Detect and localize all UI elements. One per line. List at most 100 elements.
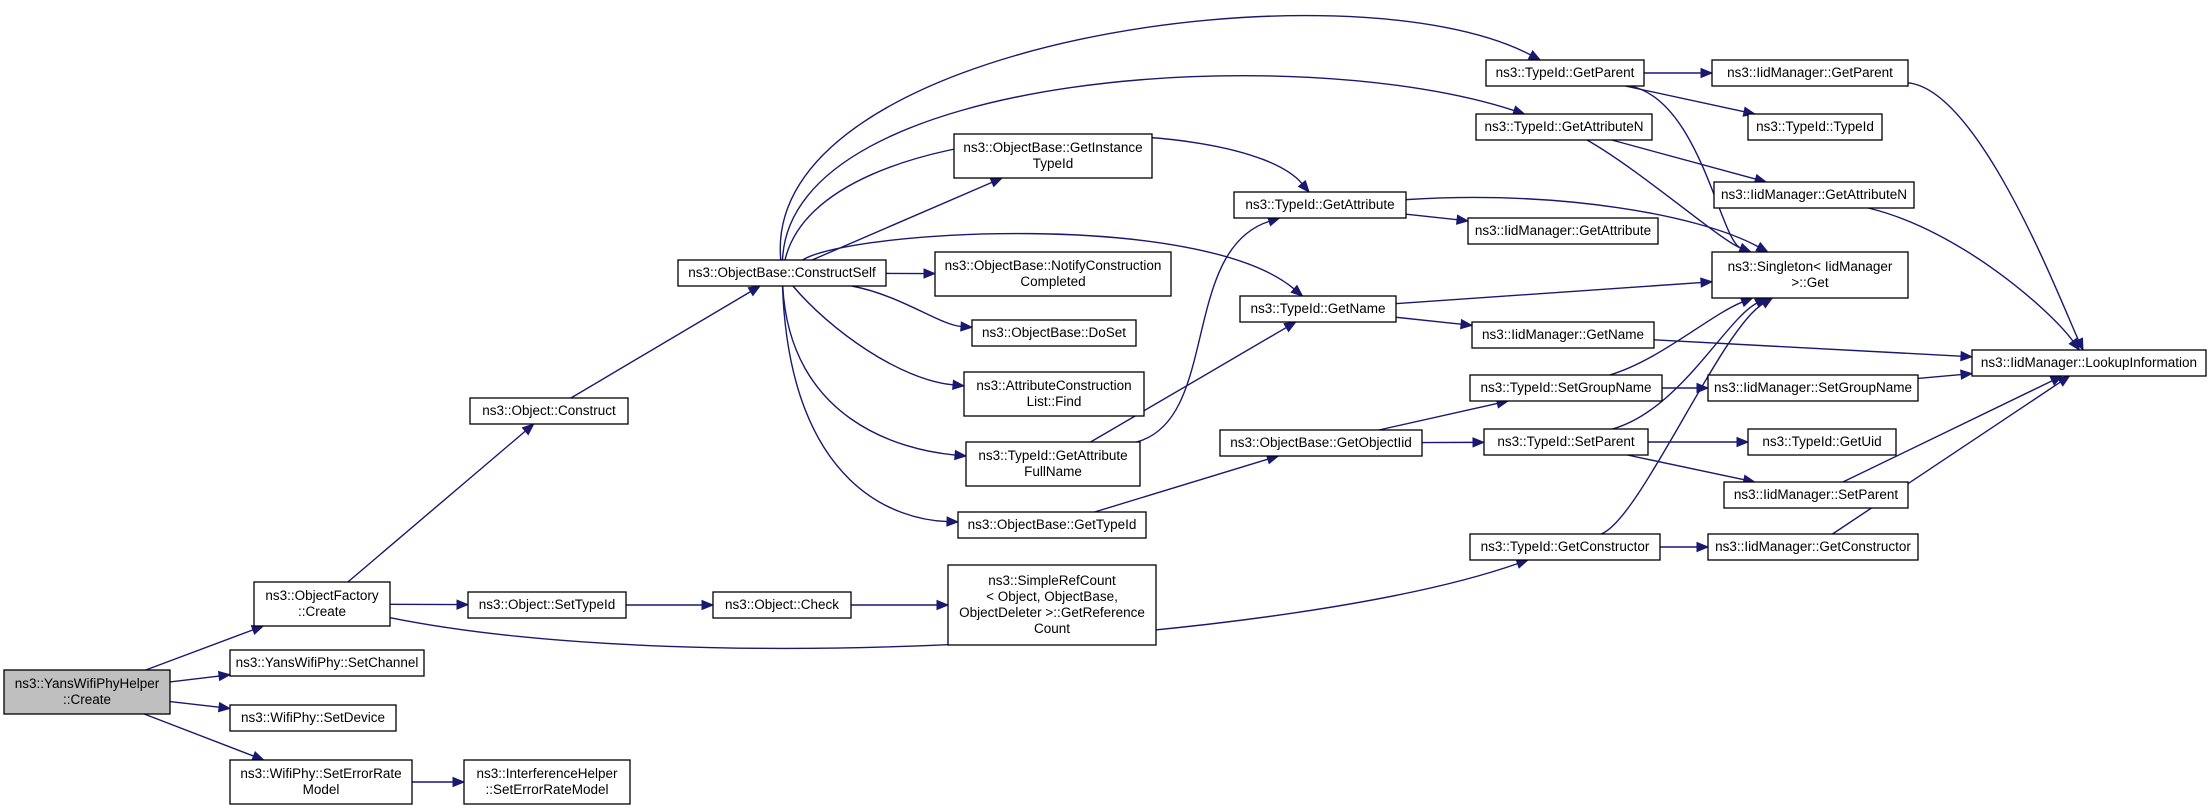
arrowhead-objbase_constructself-to-objbase_gettypeid xyxy=(946,516,960,527)
arrowhead-typeid_getattrfullname-to-typeid_getname xyxy=(1283,321,1297,333)
node-box xyxy=(934,251,1172,297)
arrowhead-object_construct-to-objbase_constructself xyxy=(747,285,762,297)
edge-yans_helper_create-to-wifiphy_seterrorrate xyxy=(143,713,254,757)
arrowhead-typeid_getconstructor-to-iid_getconstructor xyxy=(1696,541,1710,553)
node-iid_getattribute[interactable]: ns3::IidManager::GetAttribute xyxy=(1467,217,1659,245)
node-iid_getname[interactable]: ns3::IidManager::GetName xyxy=(1471,321,1655,349)
node-singleton_get[interactable]: ns3::Singleton< IidManager>::Get xyxy=(1711,251,1909,299)
arrowhead-objbase_constructself-to-typeid_getname xyxy=(1290,284,1304,297)
edge-typeid_getparent-to-singleton_get xyxy=(1629,85,1741,249)
node-box xyxy=(463,759,631,805)
node-interference_seterr[interactable]: ns3::InterferenceHelper::SetErrorRateMod… xyxy=(463,759,631,805)
node-label: ns3::TypeId::SetParent xyxy=(1497,434,1635,449)
arrowhead-typeid_setparent-to-typeid_getuid xyxy=(1736,436,1750,448)
node-label: ns3::TypeId::TypeId xyxy=(1756,119,1874,134)
arrowhead-yans_helper_create-to-wifiphy_setdevice xyxy=(217,701,232,713)
node-typeid_setgroupname[interactable]: ns3::TypeId::SetGroupName xyxy=(1469,374,1663,402)
node-iid_getconstructor[interactable]: ns3::IidManager::GetConstructor xyxy=(1707,533,1919,561)
edge-iid_getconstructor-to-iid_lookupinfo xyxy=(1832,381,2061,535)
node-box xyxy=(253,581,391,627)
edge-typeid_getparent-to-typeid_typeid xyxy=(1625,85,1745,113)
edge-typeid_getname-to-iid_getname xyxy=(1395,316,1462,325)
arrowhead-iid_getconstructor-to-iid_lookupinfo xyxy=(2057,375,2071,387)
node-box xyxy=(963,371,1145,417)
arrowhead-typeid_getconstructor-to-singleton_get xyxy=(1759,297,1774,309)
node-box xyxy=(1711,59,1909,87)
node-objbase_getobjectiid[interactable]: ns3::ObjectBase::GetObjectIid xyxy=(1219,429,1423,457)
node-iid_getparent[interactable]: ns3::IidManager::GetParent xyxy=(1711,59,1909,87)
arrowhead-objbase_constructself-to-typeid_getattrfullname xyxy=(954,449,968,461)
arrowhead-iid_setgroupname-to-iid_lookupinfo xyxy=(1960,369,1974,380)
node-iid_setgroupname[interactable]: ns3::IidManager::SetGroupName xyxy=(1707,374,1919,402)
node-iid_lookupinfo[interactable]: ns3::IidManager::LookupInformation xyxy=(1971,349,2207,377)
node-box xyxy=(1747,113,1883,141)
node-label: ns3::IidManager::GetAttribute xyxy=(1475,223,1651,238)
node-typeid_typeid[interactable]: ns3::TypeId::TypeId xyxy=(1747,113,1883,141)
node-typeid_getname[interactable]: ns3::TypeId::GetName xyxy=(1239,295,1397,323)
node-iid_getattributen[interactable]: ns3::IidManager::GetAttributeN xyxy=(1713,181,1915,209)
node-objbase_gettypeid[interactable]: ns3::ObjectBase::GetTypeId xyxy=(957,511,1147,539)
node-objbase_doset[interactable]: ns3::ObjectBase::DoSet xyxy=(971,319,1137,347)
node-label: ns3::IidManager::GetAttributeN xyxy=(1721,187,1907,202)
node-yans_setchannel[interactable]: ns3::YansWifiPhy::SetChannel xyxy=(229,649,425,677)
arrowhead-objbase_constructself-to-objbase_doset xyxy=(960,321,974,332)
arrowhead-wifiphy_seterrorrate-to-interference_seterr xyxy=(452,776,466,788)
node-typeid_getattributen[interactable]: ns3::TypeId::GetAttributeN xyxy=(1475,113,1653,141)
node-objfactory_create[interactable]: ns3::ObjectFactory::Create xyxy=(253,581,391,627)
node-label: ns3::IidManager::GetConstructor xyxy=(1715,539,1911,554)
node-label: ns3::YansWifiPhy::SetChannel xyxy=(236,655,419,670)
edge-typeid_setgroupname-to-singleton_get xyxy=(1609,301,1743,376)
arrowhead-object_check-to-simplerefcount xyxy=(936,599,950,611)
node-typeid_getconstructor[interactable]: ns3::TypeId::GetConstructor xyxy=(1469,533,1661,561)
node-objbase_constructself[interactable]: ns3::ObjectBase::ConstructSelf xyxy=(677,259,887,287)
node-object_settypeid[interactable]: ns3::Object::SetTypeId xyxy=(467,591,627,619)
node-wifiphy_seterrorrate[interactable]: ns3::WifiPhy::SetErrorRateModel xyxy=(229,759,413,805)
node-box xyxy=(229,704,397,732)
arrowhead-typeid_getname-to-singleton_get xyxy=(1700,277,1714,288)
node-label: ns3::WifiPhy::SetErrorRate xyxy=(240,766,401,781)
arrowhead-iid_getname-to-iid_lookupinfo xyxy=(1960,350,1974,362)
arrowhead-objbase_getobjectiid-to-typeid_setparent xyxy=(1472,437,1486,448)
arrowhead-typeid_getname-to-iid_getname xyxy=(1460,318,1474,330)
node-label: ns3::ObjectBase::ConstructSelf xyxy=(688,265,876,280)
node-label: ns3::SimpleRefCount xyxy=(988,573,1116,588)
node-box xyxy=(953,133,1153,179)
node-label: TypeId xyxy=(1033,156,1074,171)
node-typeid_setparent[interactable]: ns3::TypeId::SetParent xyxy=(1483,428,1649,456)
node-label: ::Create xyxy=(63,692,111,707)
node-box xyxy=(229,759,413,805)
arrowhead-typeid_getattribute-to-iid_getattribute xyxy=(1456,214,1470,225)
node-yans_helper_create[interactable]: ns3::YansWifiPhyHelper::Create xyxy=(3,669,171,715)
node-label: ns3::InterferenceHelper xyxy=(476,766,618,781)
node-wifiphy_setdevice[interactable]: ns3::WifiPhy::SetDevice xyxy=(229,704,397,732)
node-iid_setparent[interactable]: ns3::IidManager::SetParent xyxy=(1723,481,1909,509)
node-box xyxy=(1723,481,1909,509)
arrowhead-objbase_constructself-to-objbase_getinstancetypeid xyxy=(989,177,1004,188)
arrowhead-objfactory_create-to-object_construct xyxy=(521,423,535,436)
edge-objbase_getobjectiid-to-typeid_setgroupname xyxy=(1378,402,1498,431)
node-typeid_getparent[interactable]: ns3::TypeId::GetParent xyxy=(1485,59,1645,87)
arrowhead-typeid_getattribute-to-singleton_get xyxy=(1755,241,1769,253)
node-simplerefcount[interactable]: ns3::SimpleRefCount< Object, ObjectBase,… xyxy=(947,564,1157,646)
node-typeid_getattribute[interactable]: ns3::TypeId::GetAttribute xyxy=(1233,191,1407,219)
edge-objbase_gettypeid-to-objbase_getobjectiid xyxy=(1094,458,1269,513)
node-label: ::SetErrorRateModel xyxy=(485,782,608,797)
node-object_check[interactable]: ns3::Object::Check xyxy=(712,591,852,619)
arrowhead-yans_helper_create-to-wifiphy_seterrorrate xyxy=(251,750,266,761)
node-box xyxy=(1971,349,2207,377)
node-box xyxy=(1219,429,1423,457)
edge-typeid_setparent-to-singleton_get xyxy=(1612,302,1758,430)
edge-objbase_constructself-to-objbase_gettypeid xyxy=(781,285,948,523)
node-typeid_getuid[interactable]: ns3::TypeId::GetUid xyxy=(1747,428,1897,456)
node-label: ns3::TypeId::SetGroupName xyxy=(1480,380,1651,395)
node-box xyxy=(469,397,629,425)
node-objbase_notify[interactable]: ns3::ObjectBase::NotifyConstructionCompl… xyxy=(934,251,1172,297)
node-box xyxy=(3,669,171,715)
arrowhead-yans_helper_create-to-yans_setchannel xyxy=(217,670,232,682)
node-object_construct[interactable]: ns3::Object::Construct xyxy=(469,397,629,425)
node-box xyxy=(957,511,1147,539)
